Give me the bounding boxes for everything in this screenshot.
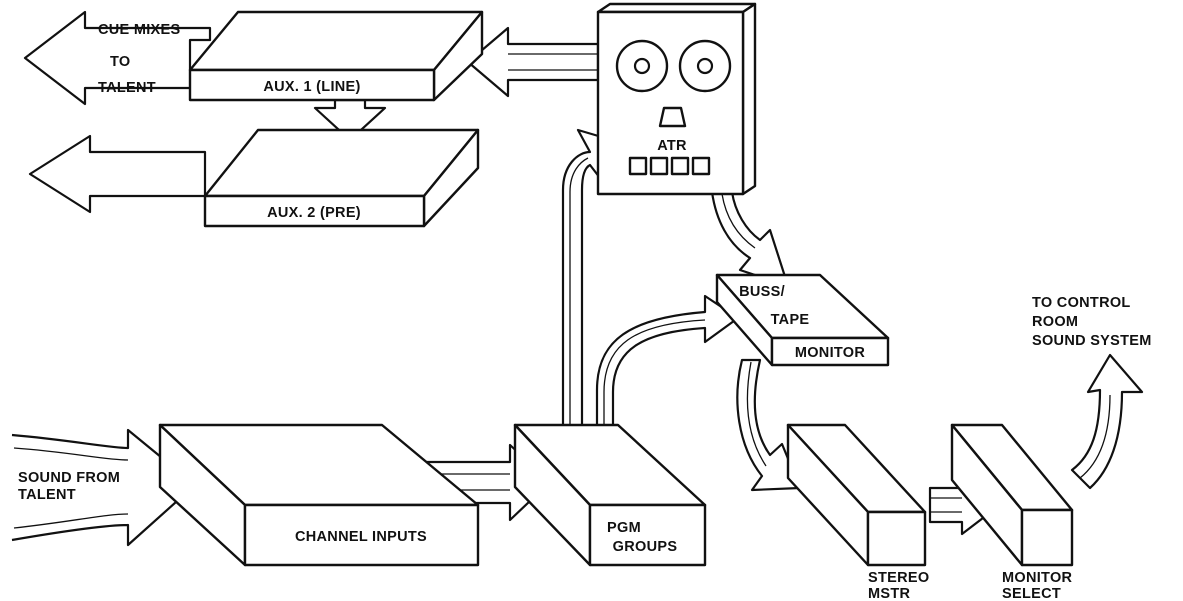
buss-tape-monitor-block: BUSS/ TAPE MONITOR (715, 273, 890, 367)
cue-mixes-arrow (23, 10, 212, 106)
to-control-room-arrow (1070, 353, 1144, 490)
mstr-label: MSTR (868, 586, 911, 601)
buss-label: BUSS/ (739, 284, 785, 300)
atr-label: ATR (657, 138, 687, 154)
to-talent-label-line2: TALENT (98, 80, 156, 96)
aux2-output-arrow (28, 134, 207, 214)
cue-mixes-label: CUE MIXES (98, 22, 180, 38)
channel-inputs-label: CHANNEL INPUTS (295, 529, 427, 545)
aux2-pre-block: AUX. 2 (PRE) (203, 128, 480, 228)
channel-inputs-block: CHANNEL INPUTS (158, 423, 480, 567)
groups-label: GROUPS (613, 539, 678, 555)
tape-head-icon (658, 106, 687, 128)
aux1-line-block: AUX. 1 (LINE) (188, 10, 484, 102)
stereo-master-block: STEREO MSTR (786, 423, 929, 601)
pgm-to-buss-arrow (595, 294, 740, 430)
pgm-label: PGM (607, 520, 641, 536)
atr-to-buss-arrow (710, 190, 790, 288)
monitor-select-block: MONITOR SELECT (950, 423, 1074, 601)
tape-label: TAPE (771, 312, 810, 328)
sound-from-label-line1: SOUND FROM (18, 470, 120, 486)
monitor-label: MONITOR (795, 345, 866, 361)
control-room-label-line3: SOUND SYSTEM (1032, 333, 1152, 349)
atr-tape-machine: ATR (596, 2, 757, 196)
control-room-label-line1: TO CONTROL (1032, 295, 1131, 311)
monitor-select-line2: SELECT (1002, 586, 1061, 601)
aux2-label: AUX. 2 (PRE) (267, 205, 361, 221)
aux1-to-aux2-arrow (313, 98, 387, 142)
stereo-label: STEREO (868, 570, 929, 586)
control-room-label-line2: ROOM (1032, 314, 1078, 330)
atr-to-aux1-arrow (466, 26, 600, 98)
sound-from-label-line2: TALENT (18, 487, 76, 503)
left-reel-icon (615, 39, 669, 93)
to-talent-label-line1: TO (110, 54, 130, 70)
transport-buttons-icon (628, 156, 711, 176)
monitor-select-line1: MONITOR (1002, 570, 1073, 586)
aux1-label: AUX. 1 (LINE) (263, 79, 360, 95)
right-reel-icon (678, 39, 732, 93)
pgm-groups-block: PGM GROUPS (513, 423, 707, 567)
